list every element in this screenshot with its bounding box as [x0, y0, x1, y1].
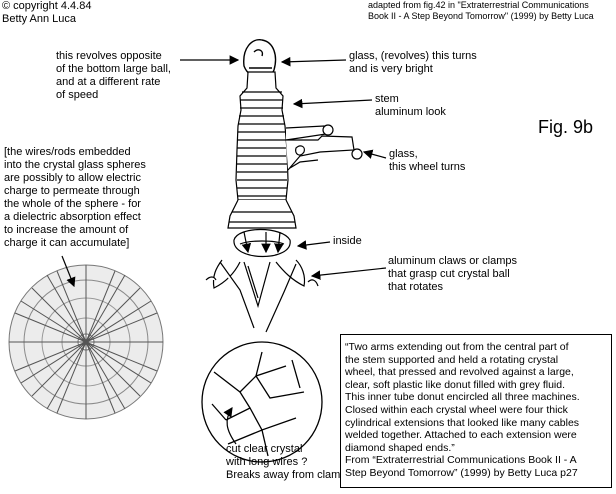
source-note: adapted from fig.42 in "Extraterrestrial…	[368, 0, 594, 21]
wire-sphere	[8, 264, 164, 420]
leader-arrows	[61, 55, 387, 445]
label-glass-top: glass, (revolves) this turns and is very…	[349, 50, 477, 75]
label-glass-wheel: glass, this wheel turns	[389, 148, 466, 173]
label-claws: aluminum claws or clamps that grasp cut …	[388, 255, 517, 293]
label-crystal: cut clear crystal with long wires ? Brea…	[226, 443, 352, 481]
label-stem: stem aluminum look	[375, 93, 446, 118]
stem	[227, 71, 297, 229]
claws-assembly	[205, 229, 319, 333]
label-wires: [the wires/rods embedded into the crysta…	[4, 146, 146, 249]
quote-box: “Two arms extending out from the central…	[340, 334, 612, 488]
figure-label: Fig. 9b	[538, 117, 594, 137]
arms-and-glass-wheel	[285, 124, 363, 171]
copyright-text: © copyright 4.4.84 Betty Ann Luca	[2, 0, 92, 25]
crystal-ball	[201, 341, 323, 463]
label-inside: inside	[333, 235, 362, 247]
label-revolves: this revolves opposite of the bottom lar…	[56, 50, 171, 101]
